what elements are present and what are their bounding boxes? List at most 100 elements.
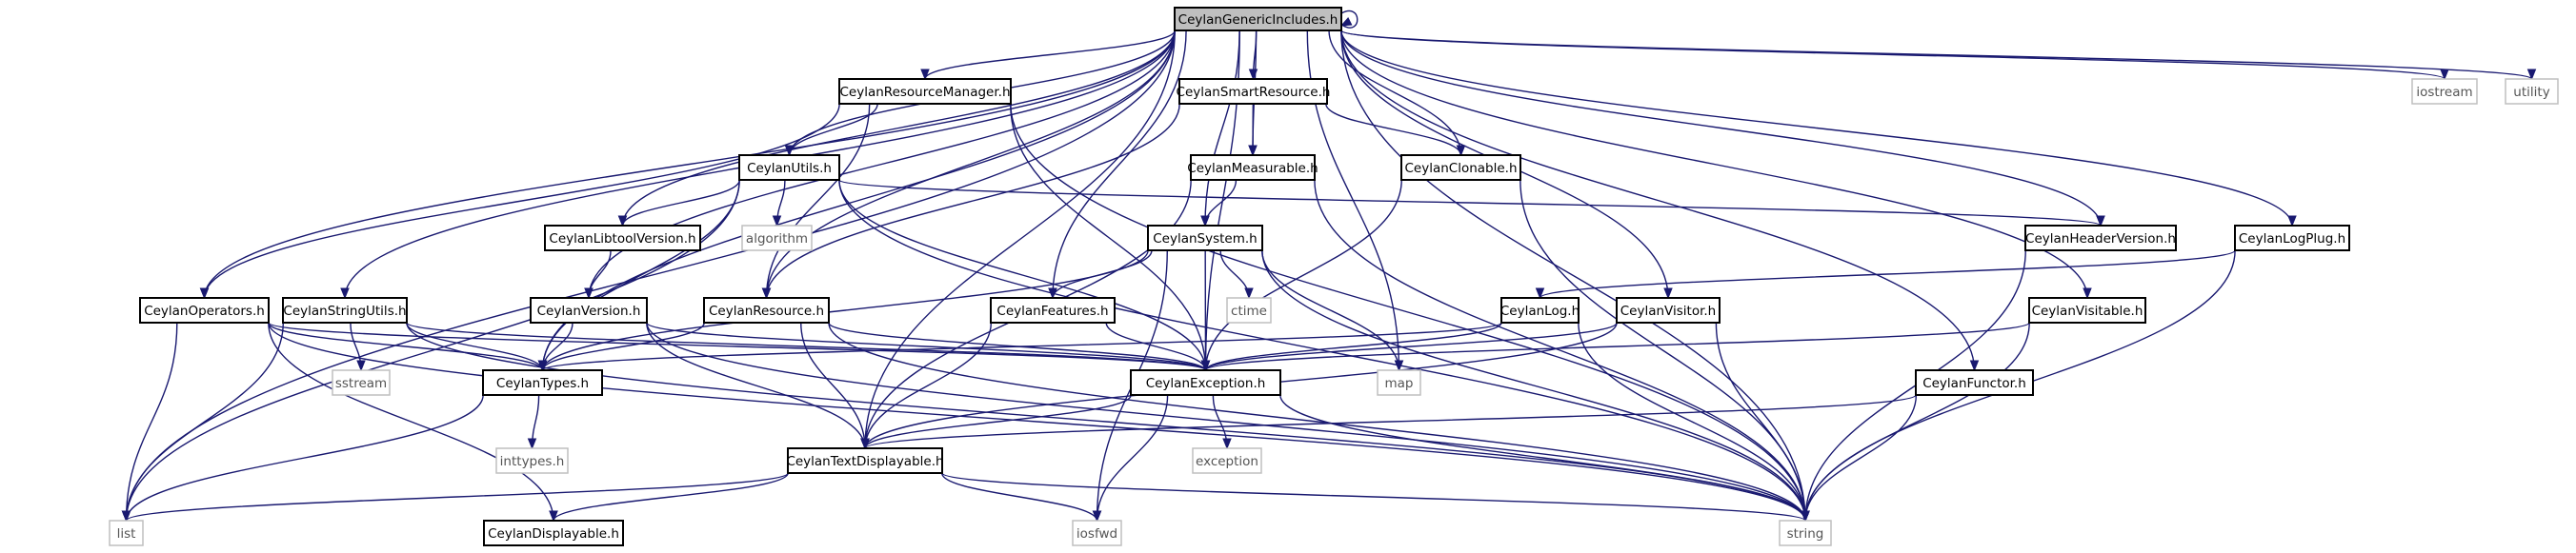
edge-line-textdisp-to-displayable [553,472,789,522]
edge-line-measurable-to-system [1204,179,1238,227]
node-visitable[interactable]: CeylanVisitable.h [2028,297,2146,324]
node-box-iostream [2411,78,2478,105]
node-label-visitor: CeylanVisitor.h [1620,304,1717,319]
node-label-resource: CeylanResource.h [709,304,824,319]
node-visitor[interactable]: CeylanVisitor.h [1616,297,1721,324]
edge-stringutils-to-sstream [350,322,366,372]
node-box-libtool [544,225,701,251]
node-iosfwd: iosfwd [1072,520,1122,546]
edge-arrowhead-utils-to-algorithm [772,215,782,227]
node-headerver[interactable]: CeylanHeaderVersion.h [2024,225,2177,251]
node-label-log: CeylanLog.h [1500,304,1580,319]
edge-arrowhead-logplug-to-log [1535,287,1545,300]
edge-arrowhead-generic-to-logplug [2287,215,2297,227]
edge-measurable-to-string [1314,179,1810,523]
node-label-clonable: CeylanClonable.h [1404,161,1517,176]
node-utils[interactable]: CeylanUtils.h [738,154,840,181]
node-resmgr[interactable]: CeylanResourceManager.h [838,78,1012,105]
node-label-functor: CeylanFunctor.h [1922,376,2026,391]
node-features[interactable]: CeylanFeatures.h [990,297,1116,324]
edge-line-generic-to-clonable [1328,30,1462,156]
node-stringutils[interactable]: CeylanStringUtils.h [282,297,408,324]
edge-line-utils-to-headerver [838,179,2102,227]
edge-generic-to-operators [199,30,1176,300]
edge-line-smartres-to-resource [765,103,1180,299]
edge-arrowhead-textdisp-to-string [1801,510,1810,523]
edge-line-functor-to-textdisp [864,394,1917,449]
node-box-textdisp [787,447,943,474]
edge-types-to-inttypes [527,394,540,450]
node-functor[interactable]: CeylanFunctor.h [1915,369,2034,396]
node-sstream: sstream [332,369,391,396]
edge-line-system-to-map [1261,249,1400,371]
node-libtool[interactable]: CeylanLibtoolVersion.h [544,225,701,251]
node-textdisp[interactable]: CeylanTextDisplayable.h [786,447,944,474]
edge-utils-to-libtool [617,179,740,227]
node-box-utils [738,154,840,181]
node-box-ctime [1226,297,1272,324]
node-logplug[interactable]: CeylanLogPlug.h [2234,225,2350,251]
edge-textdisp-to-string [941,472,1810,523]
edge-arrowhead-resmgr-to-operators [199,287,210,300]
node-box-types [482,369,603,396]
edge-generic-to-features [1048,30,1187,300]
node-system[interactable]: CeylanSystem.h [1147,225,1263,251]
edge-arrowhead-generic-to-generic [1339,17,1353,27]
node-operators[interactable]: CeylanOperators.h [139,297,270,324]
edge-line-version-to-exception [646,322,1207,371]
edge-arrowhead-generic-to-visitor [1663,287,1673,300]
edge-line-resource-to-textdisp [800,322,866,449]
edge-line-utils-to-libtool [621,179,740,227]
node-label-exception: CeylanException.h [1146,376,1266,391]
node-label-exceptionstd: exception [1196,454,1258,469]
edge-line-operators-to-displayable [268,322,554,522]
node-types[interactable]: CeylanTypes.h [482,369,603,396]
node-resource[interactable]: CeylanResource.h [703,297,830,324]
edge-generic-to-logplug [1340,30,2297,227]
node-version[interactable]: CeylanVersion.h [530,297,648,324]
node-label-stringutils: CeylanStringUtils.h [283,304,406,319]
edge-arrowhead-generic-to-iostream [2440,69,2449,81]
edge-arrowhead-log-to-types [537,360,548,372]
node-smartres[interactable]: CeylanSmartResource.h [1177,78,1331,105]
edge-arrowhead-smartres-to-clonable [1456,145,1466,157]
edge-textdisp-to-displayable [549,472,789,523]
edge-arrowhead-exception-to-exceptionstd [1222,438,1232,450]
edge-log-to-types [537,322,1502,372]
edge-line-generic-to-functor [1340,30,1976,371]
node-displayable[interactable]: CeylanDisplayable.h [483,520,624,546]
node-label-iostream: iostream [2416,85,2472,100]
edge-line-smartres-to-clonable [1325,103,1462,156]
edge-system-to-map [1261,249,1404,372]
node-generic[interactable]: CeylanGenericIncludes.h [1174,7,1342,31]
node-exception[interactable]: CeylanException.h [1130,369,1281,396]
edge-line-generic-to-features [1052,30,1187,299]
node-box-operators [139,297,270,324]
node-log[interactable]: CeylanLog.h [1500,297,1580,324]
node-label-string: string [1787,526,1824,542]
edge-line-generic-to-iostream [1340,30,2445,80]
edge-generic-to-resmgr [920,30,1176,81]
edge-line-stringutils-to-exception [406,322,1207,371]
node-measurable[interactable]: CeylanMeasurable.h [1187,154,1318,181]
node-box-algorithm [741,225,813,251]
node-box-version [530,297,648,324]
node-label-logplug: CeylanLogPlug.h [2239,231,2345,247]
node-clonable[interactable]: CeylanClonable.h [1400,154,1521,181]
node-box-generic [1174,7,1342,31]
edge-layer [121,10,2537,523]
edge-functor-to-string [1801,394,1918,523]
node-box-resmgr [838,78,1012,105]
edge-generic-to-generic [1339,10,1358,29]
edge-line-visitor-to-exception [1204,322,1618,371]
edge-visitable-to-exception [1200,322,2030,372]
edge-arrowhead-textdisp-to-displayable [549,510,558,523]
node-box-map [1377,369,1421,396]
node-label-algorithm: algorithm [746,231,808,247]
edge-line-generic-to-string [1340,30,1806,522]
edge-line-generic-to-textdisp [864,30,1176,449]
node-label-inttypes: inttypes.h [500,454,565,469]
edge-line-utils-to-exception [838,179,1207,371]
edge-line-system-to-string [1261,249,1806,522]
node-box-resource [703,297,830,324]
